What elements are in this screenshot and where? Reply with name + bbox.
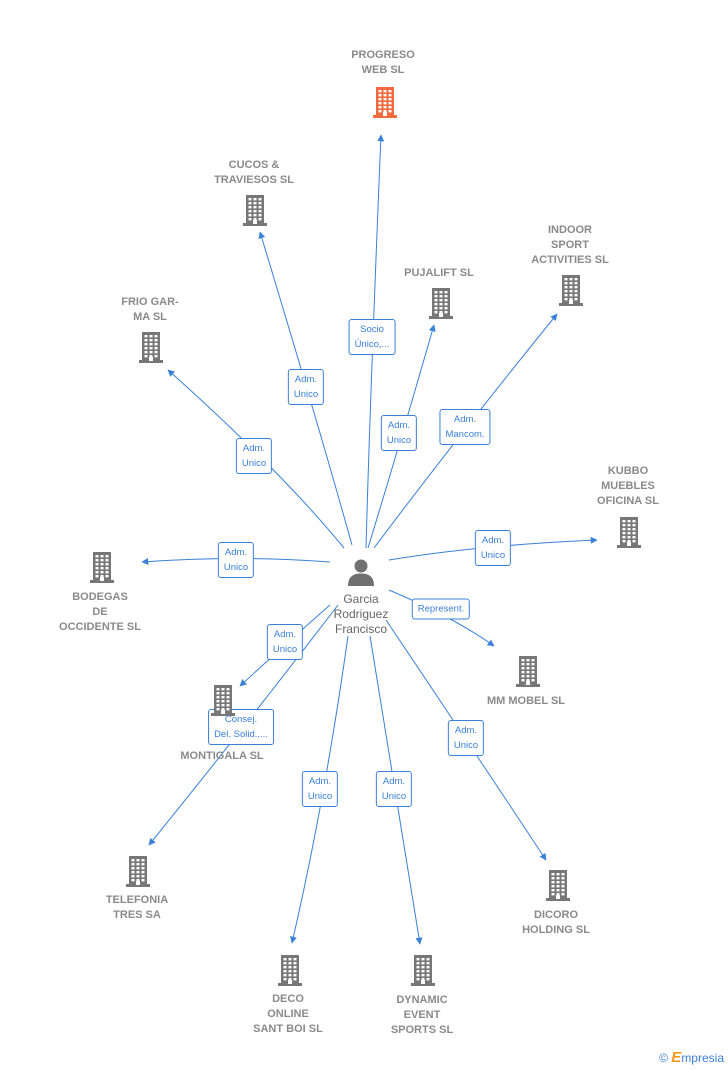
company-label-dynamic[interactable]: DYNAMIC EVENT SPORTS SL <box>390 994 454 1036</box>
building-icon[interactable] <box>516 655 540 692</box>
building-icon[interactable] <box>617 516 641 553</box>
copyright-icon: © <box>659 1051 668 1065</box>
building-icon[interactable] <box>373 86 397 123</box>
company-label-cucos[interactable]: CUCOS & TRAVIESOS SL <box>214 159 294 186</box>
company-label-progreso[interactable]: PROGRESO WEB SL <box>351 49 415 76</box>
relation-label-deco[interactable]: Adm. Unico <box>301 771 339 807</box>
company-label-mmmobel[interactable]: MM MOBEL SL <box>486 695 565 707</box>
relation-label-pujalift[interactable]: Adm. Unico <box>380 415 418 451</box>
building-icon[interactable] <box>559 274 583 311</box>
company-label-indoor[interactable]: INDOOR SPORT ACTIVITIES SL <box>531 224 609 266</box>
building-icon[interactable] <box>139 331 163 368</box>
company-label-bodegas[interactable]: BODEGAS DE OCCIDENTE SL <box>59 591 141 633</box>
brand-logo-initial: E <box>671 1049 682 1066</box>
relation-label-indoor[interactable]: Adm. Mancom. <box>439 409 491 445</box>
relation-label-cucos[interactable]: Adm. Unico <box>287 369 325 405</box>
company-label-telefonia[interactable]: TELEFONIA TRES SA <box>105 894 169 921</box>
person-icon[interactable] <box>346 557 376 592</box>
building-icon[interactable] <box>411 954 435 991</box>
relation-edge-progreso <box>365 134 385 549</box>
company-label-dicoro[interactable]: DICORO HOLDING SL <box>522 909 590 936</box>
company-label-pujalift[interactable]: PUJALIFT SL <box>404 267 474 279</box>
building-icon[interactable] <box>546 869 570 906</box>
relation-label-montigala[interactable]: Adm. Unico <box>266 624 304 660</box>
company-label-montigala[interactable]: MONTIGALA SL <box>180 750 264 762</box>
relation-label-dynamic[interactable]: Adm. Unico <box>375 771 413 807</box>
company-label-frio[interactable]: FRIO GAR- MA SL <box>121 296 179 323</box>
center-person-label[interactable]: Garcia Rodriguez Francisco <box>333 592 389 636</box>
company-label-kubbo[interactable]: KUBBO MUEBLES OFICINA SL <box>597 465 659 507</box>
company-label-deco[interactable]: DECO ONLINE SANT BOI SL <box>253 993 323 1035</box>
building-icon[interactable] <box>126 855 150 892</box>
brand-footer: © Empresia <box>659 1049 724 1066</box>
relation-label-kubbo[interactable]: Adm. Unico <box>474 530 512 566</box>
relation-edge-cucos <box>258 231 353 546</box>
relation-label-progreso[interactable]: Socio Único,... <box>348 319 396 355</box>
building-icon[interactable] <box>211 684 235 721</box>
relation-label-mmmobel[interactable]: Represent. <box>411 598 471 620</box>
relation-label-dicoro[interactable]: Adm. Unico <box>447 720 485 756</box>
brand-logo-text: mpresia <box>681 1051 724 1065</box>
building-icon[interactable] <box>243 194 267 231</box>
relation-label-frio[interactable]: Adm. Unico <box>235 438 273 474</box>
building-icon[interactable] <box>90 551 114 588</box>
relation-label-bodegas[interactable]: Adm. Unico <box>217 542 255 578</box>
building-icon[interactable] <box>429 287 453 324</box>
building-icon[interactable] <box>278 954 302 991</box>
